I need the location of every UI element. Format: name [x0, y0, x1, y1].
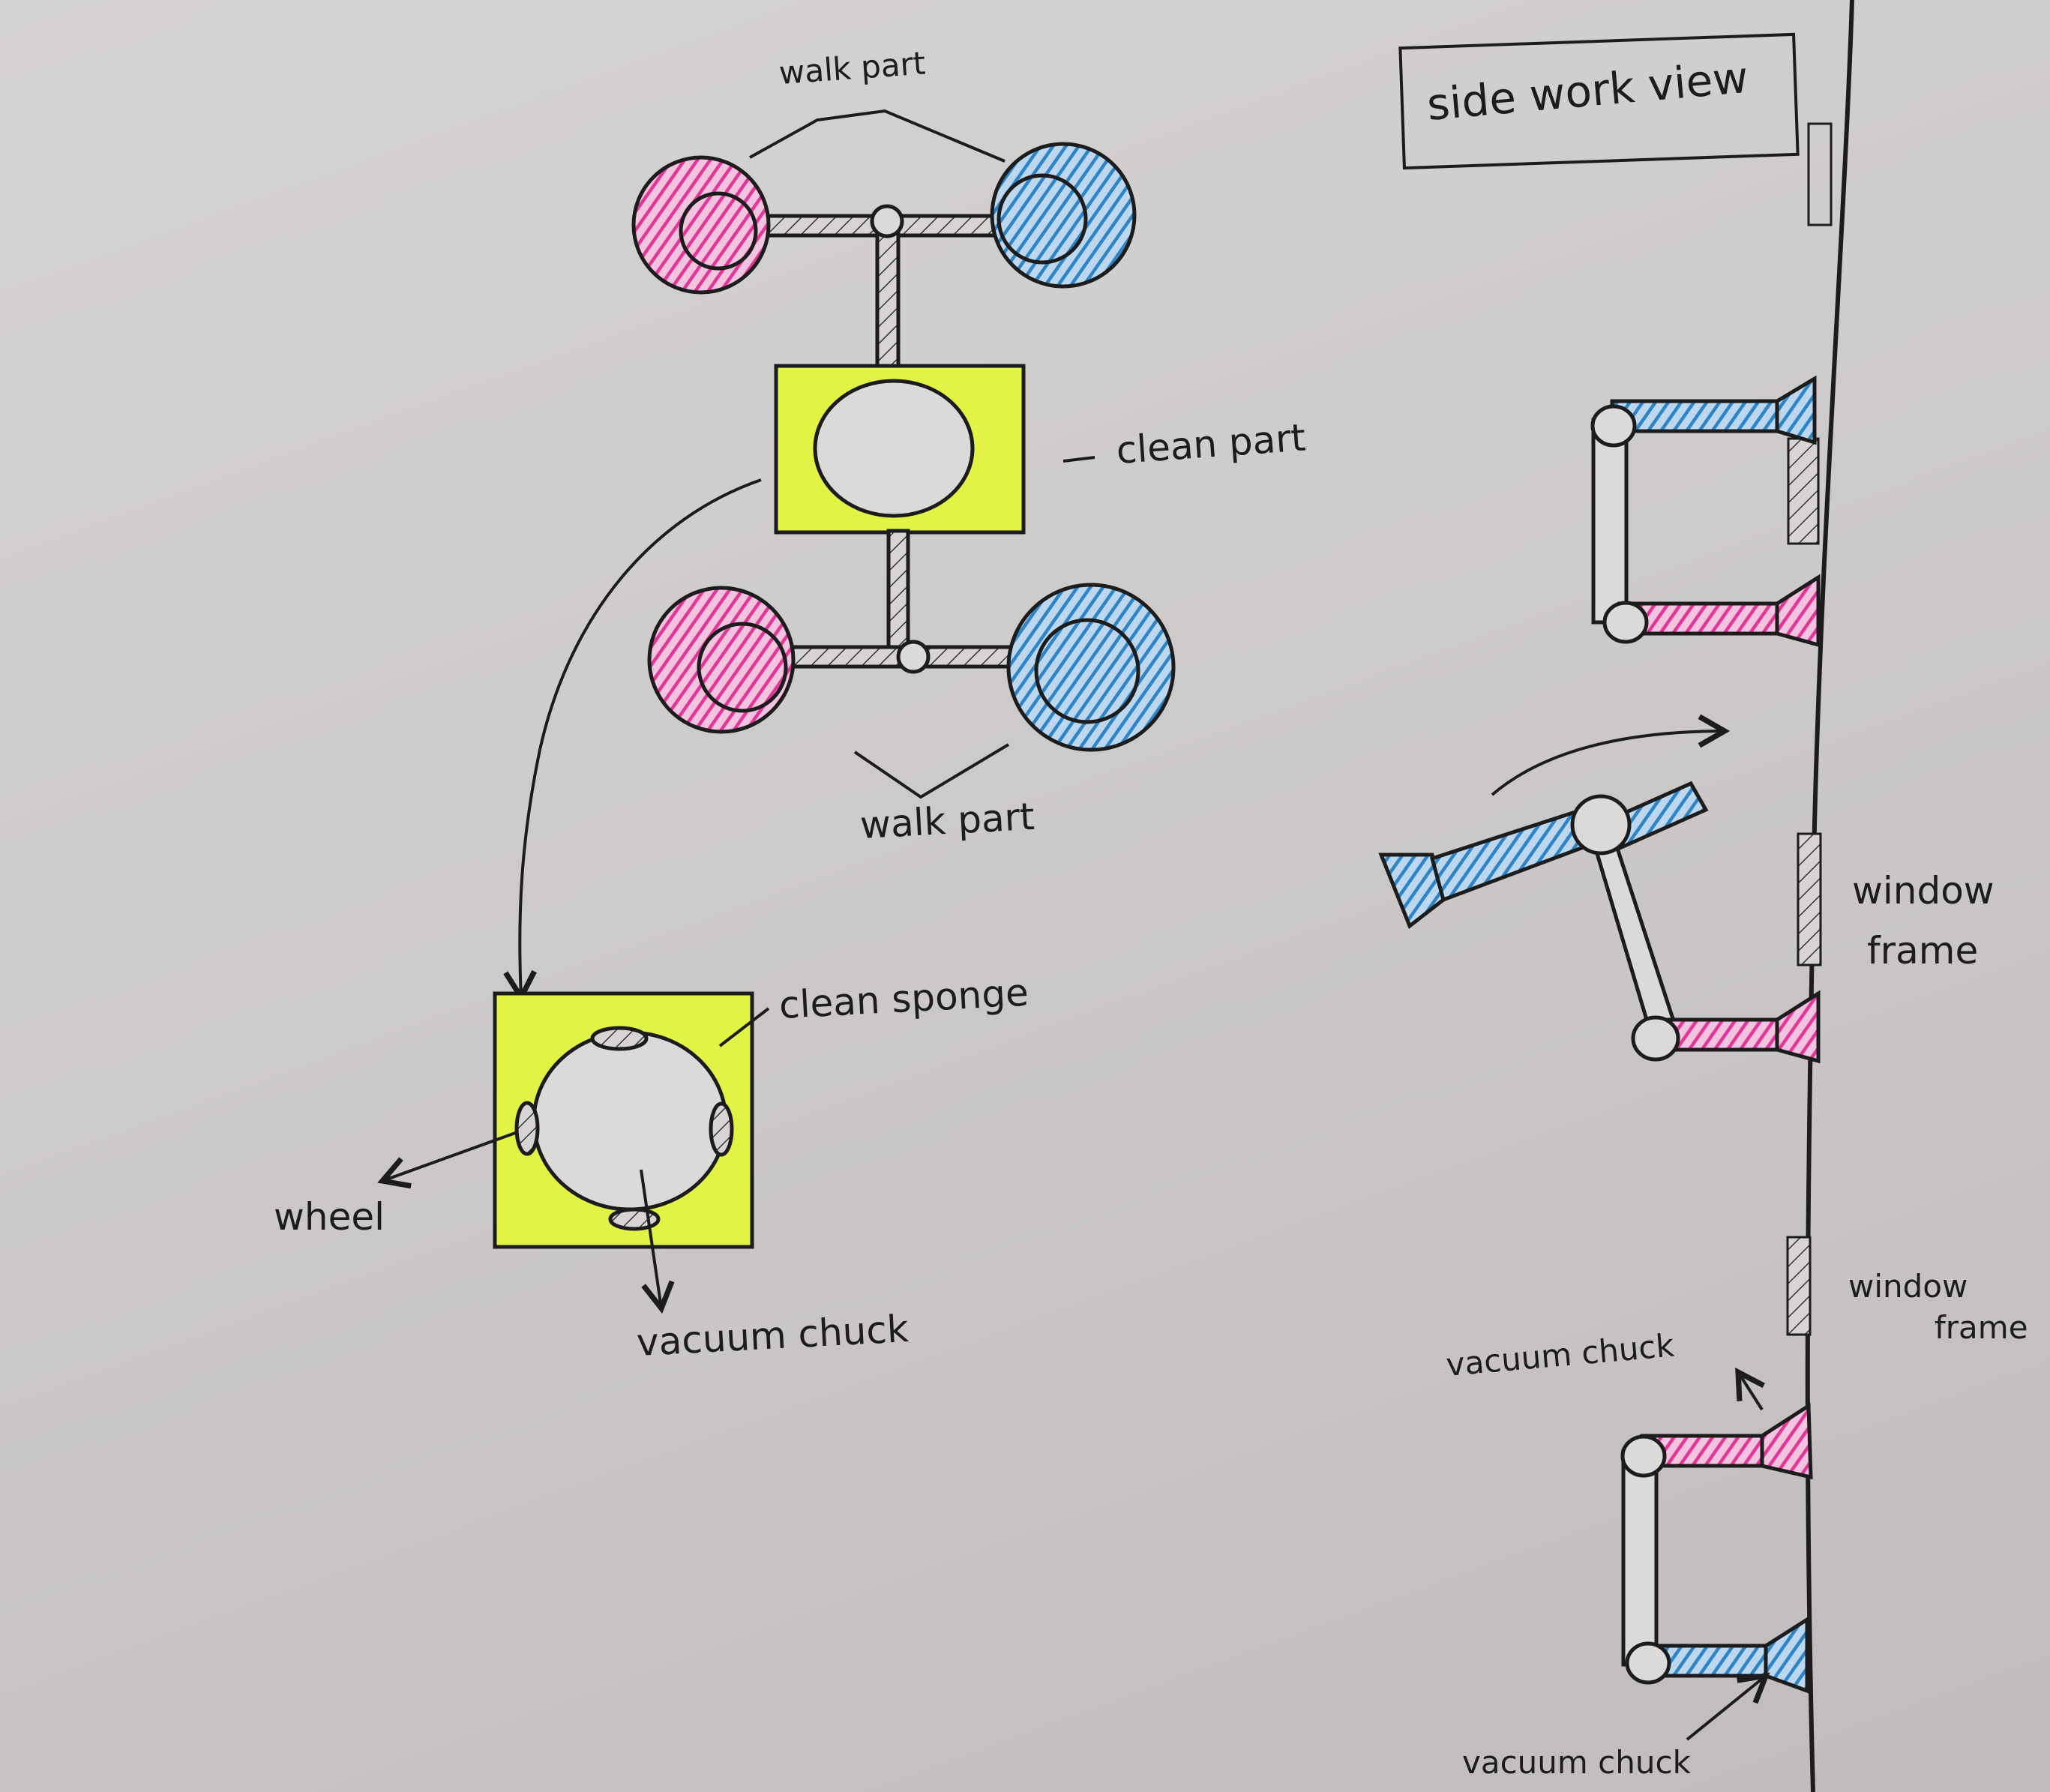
window-frame-b	[1797, 832, 1822, 966]
walk-part-bottom-bracket	[853, 743, 1010, 799]
walk-part-bottom-label: walk part	[859, 795, 1036, 847]
window-frame-2-label-a: window	[1848, 1268, 1968, 1305]
swing-arrow	[1491, 714, 1731, 796]
clean-part-block	[774, 364, 1026, 535]
wheel-right	[709, 1101, 734, 1157]
upper-left-wheel	[631, 155, 771, 295]
window-frame-a	[1787, 437, 1820, 545]
clean-sponge-label: clean sponge	[778, 971, 1030, 1027]
joint-3-lower	[1625, 1641, 1671, 1685]
upper-right-wheel	[990, 142, 1137, 289]
arm-3-vertical	[1621, 1449, 1659, 1667]
walk-part-top-label: walk part	[778, 44, 927, 91]
arm-2-swing-mid	[1429, 807, 1596, 903]
detail-arrow	[503, 478, 762, 1003]
side-robot-2	[1378, 781, 1821, 1064]
wheel-label: wheel	[274, 1195, 385, 1239]
vacuum-chuck-side-2-arrow	[1686, 1672, 1770, 1741]
lower-axle-joint	[896, 640, 931, 674]
top-view-robot	[631, 142, 1176, 752]
arm-1-upper	[1610, 399, 1779, 433]
vacuum-chuck-arrow	[640, 1169, 675, 1314]
joint-3-upper	[1620, 1434, 1667, 1478]
side-robot-1	[1590, 375, 1821, 648]
window-frame-c	[1786, 1236, 1812, 1336]
joint-1-upper	[1590, 404, 1637, 448]
arm-2-link	[1587, 826, 1681, 1045]
clean-sponge-leader	[718, 1007, 770, 1047]
wheel-arrow	[377, 1131, 518, 1189]
walk-part-top-bracket	[749, 109, 1006, 163]
side-view-title: side work view	[1425, 52, 1750, 130]
clean-part-leader	[1062, 456, 1095, 463]
wall-notch	[1807, 122, 1833, 226]
arm-1-vertical	[1591, 418, 1629, 625]
lower-spine	[886, 529, 910, 657]
chuck-1-upper	[1775, 375, 1817, 445]
arm-2-lower	[1662, 1017, 1779, 1052]
vacuum-chuck-label: vacuum chuck	[636, 1307, 910, 1365]
wheel-top	[590, 1026, 649, 1051]
window-frame-1-label-b: frame	[1867, 929, 1978, 972]
joint-1-lower	[1602, 601, 1649, 644]
clean-part-detail	[493, 991, 754, 1249]
wheel-bottom	[608, 1207, 661, 1231]
window-frame-2-label-b: frame	[1935, 1309, 2028, 1346]
lower-left-wheel	[647, 586, 796, 734]
joint-2-upper	[1570, 794, 1632, 856]
side-view-title-box: side work view	[1398, 32, 1800, 170]
vacuum-chuck-side-1-arrow	[1735, 1367, 1765, 1411]
wheel-left	[514, 1101, 540, 1156]
chuck-3-lower	[1764, 1616, 1809, 1694]
chuck-2-lower	[1775, 990, 1821, 1064]
vacuum-chuck-side-1-label: vacuum chuck	[1445, 1327, 1677, 1383]
chuck-1-lower	[1775, 574, 1821, 648]
joint-2-lower	[1631, 1015, 1680, 1062]
window-frame-1-label-a: window	[1852, 869, 1995, 912]
lower-right-wheel	[1006, 583, 1176, 752]
chuck-3-upper	[1760, 1402, 1813, 1480]
upper-axle-joint	[870, 204, 904, 238]
vacuum-chuck-opening	[532, 1030, 728, 1212]
upper-spine	[875, 223, 901, 370]
side-robot-3	[1620, 1402, 1813, 1694]
vacuum-chuck-side-2-label: vacuum chuck	[1462, 1744, 1692, 1781]
clean-part-label: clean part	[1115, 415, 1307, 472]
